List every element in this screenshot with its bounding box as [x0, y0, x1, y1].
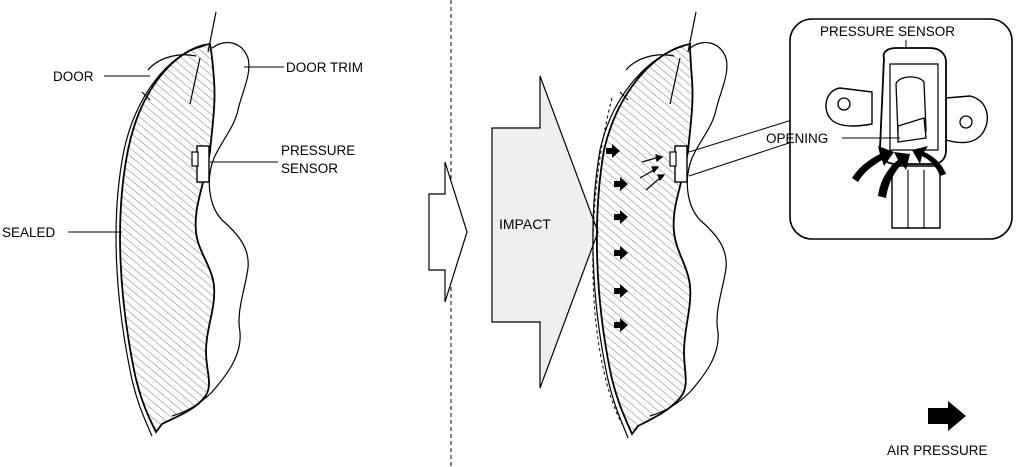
left-door-outer-skin	[115, 45, 205, 437]
pressure-sensor-label-line2: SENSOR	[281, 161, 338, 176]
transition-arrow	[428, 161, 468, 303]
air-arrow	[614, 318, 628, 332]
right-pressure-sensor-connector	[669, 151, 677, 167]
left-pressure-sensor	[196, 145, 210, 183]
left-door-glass	[189, 11, 217, 105]
callout-line-bottom	[688, 141, 793, 177]
air-arrow	[614, 284, 628, 298]
airflow-arrow-left	[852, 146, 894, 182]
legend: AIR PRESSURE	[887, 401, 988, 458]
air-pressure-arrows	[606, 144, 628, 332]
right-door-section	[592, 11, 793, 439]
pressure-sensor-label-line1: PRESSURE	[281, 143, 355, 158]
right-pressure-sensor	[674, 145, 688, 183]
right-door-glass	[669, 11, 697, 105]
callout-line-top	[688, 119, 793, 153]
air-arrow	[614, 246, 628, 260]
left-bolt-hole	[837, 97, 851, 111]
left-door-trim-outline	[171, 41, 250, 417]
right-door-deformed-skin	[592, 97, 623, 425]
left-door-section: DOOR DOOR TRIM PRESSURE SENSOR SEALED	[2, 11, 363, 437]
impact-arrow	[491, 75, 599, 389]
sensor-opening	[897, 117, 927, 143]
inset-title: PRESSURE SENSOR	[820, 24, 955, 39]
impact-label: IMPACT	[499, 216, 551, 232]
air-arrow	[614, 177, 628, 191]
legend-air-pressure-icon	[928, 401, 966, 431]
door-label: DOOR	[53, 69, 94, 84]
right-door-trim-outline	[649, 41, 728, 417]
air-arrow	[614, 210, 628, 224]
sensor-connector-lower	[891, 165, 941, 229]
right-door-panel	[595, 42, 694, 436]
sealed-label: SEALED	[2, 225, 56, 240]
door-trim-label: DOOR TRIM	[286, 60, 363, 75]
right-door-upper-detail	[619, 54, 675, 101]
air-arrow	[606, 144, 620, 158]
right-bolt-hole	[959, 115, 973, 129]
sensor-inset: PRESSURE SENSOR OPENING	[766, 18, 1013, 240]
airflow-arrow-center	[878, 152, 910, 198]
left-door-upper-detail	[141, 54, 197, 101]
sensor-inflow-arrows	[639, 154, 666, 191]
inset-airflow-arrows	[852, 146, 946, 198]
airflow-arrow-right	[912, 146, 946, 176]
opening-label: OPENING	[766, 131, 828, 146]
left-pressure-sensor-connector	[191, 151, 199, 167]
legend-label: AIR PRESSURE	[887, 443, 988, 458]
left-door-panel	[119, 43, 216, 434]
